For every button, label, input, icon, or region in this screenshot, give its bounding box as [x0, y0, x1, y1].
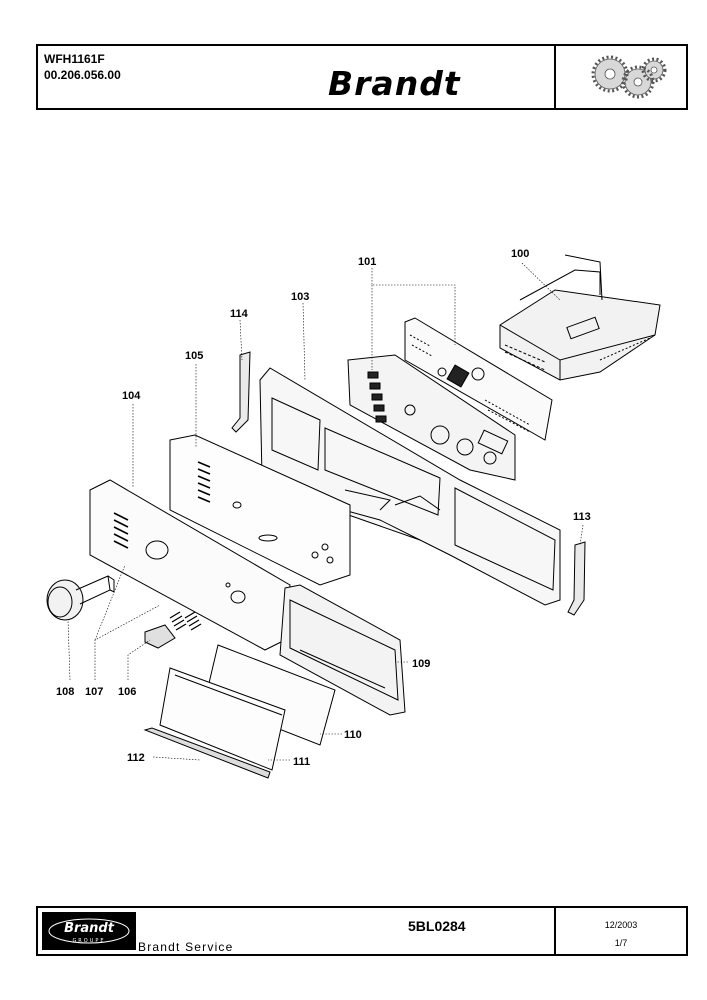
part-109-window [279, 584, 406, 716]
brand-logo: Brandt [328, 64, 461, 103]
callout-103: 103 [291, 291, 309, 303]
callout-100: 100 [511, 248, 529, 260]
callout-112: 112 [127, 752, 145, 764]
callout-106: 106 [118, 686, 136, 698]
brandt-group-logo: Brandt GROUPE [42, 912, 136, 950]
callout-104: 104 [122, 390, 141, 402]
document-date: 12/2003 [604, 920, 638, 930]
part-112-trim-strip [143, 727, 271, 779]
part-110-sheet [204, 644, 336, 746]
callout-113: 113 [573, 511, 591, 523]
page-number: 1/7 [614, 938, 628, 948]
callout-107: 107 [85, 686, 103, 698]
callout-101: 101 [358, 256, 376, 268]
callout-114: 114 [230, 308, 249, 320]
callout-111: 111 [293, 756, 310, 768]
part-105-panel [169, 434, 351, 586]
service-label: Brandt Service [138, 940, 234, 954]
callout-110: 110 [344, 729, 362, 741]
part-code: 00.206.056.00 [44, 68, 121, 82]
footer-divider [554, 908, 556, 954]
part-111-panel [159, 667, 286, 771]
footer-block: Brandt GROUPE Brandt Service 5BL0284 12/… [36, 906, 688, 956]
logo-subtext: GROUPE [72, 938, 105, 944]
exploded-view-diagram: 100 101 103 114 105 104 113 109 108 107 … [46, 248, 661, 779]
header-divider [554, 46, 556, 108]
callout-109: 109 [412, 658, 430, 670]
part-101-circuit-board [347, 317, 553, 481]
logo-text: Brandt [64, 921, 115, 936]
part-107-springs [169, 611, 202, 631]
part-114-side-trim [231, 351, 251, 433]
header-block: WFH1161F 00.206.056.00 Brandt [36, 44, 688, 110]
part-113-right-trim [567, 541, 586, 616]
callout-108: 108 [56, 686, 74, 698]
document-reference: 5BL0284 [408, 918, 466, 934]
part-100-module [499, 254, 661, 381]
part-106-button [144, 624, 176, 649]
model-number: WFH1161F [44, 52, 105, 66]
part-108-knob [46, 575, 115, 621]
gears-logo-icon [591, 55, 667, 99]
callout-105: 105 [185, 350, 203, 362]
